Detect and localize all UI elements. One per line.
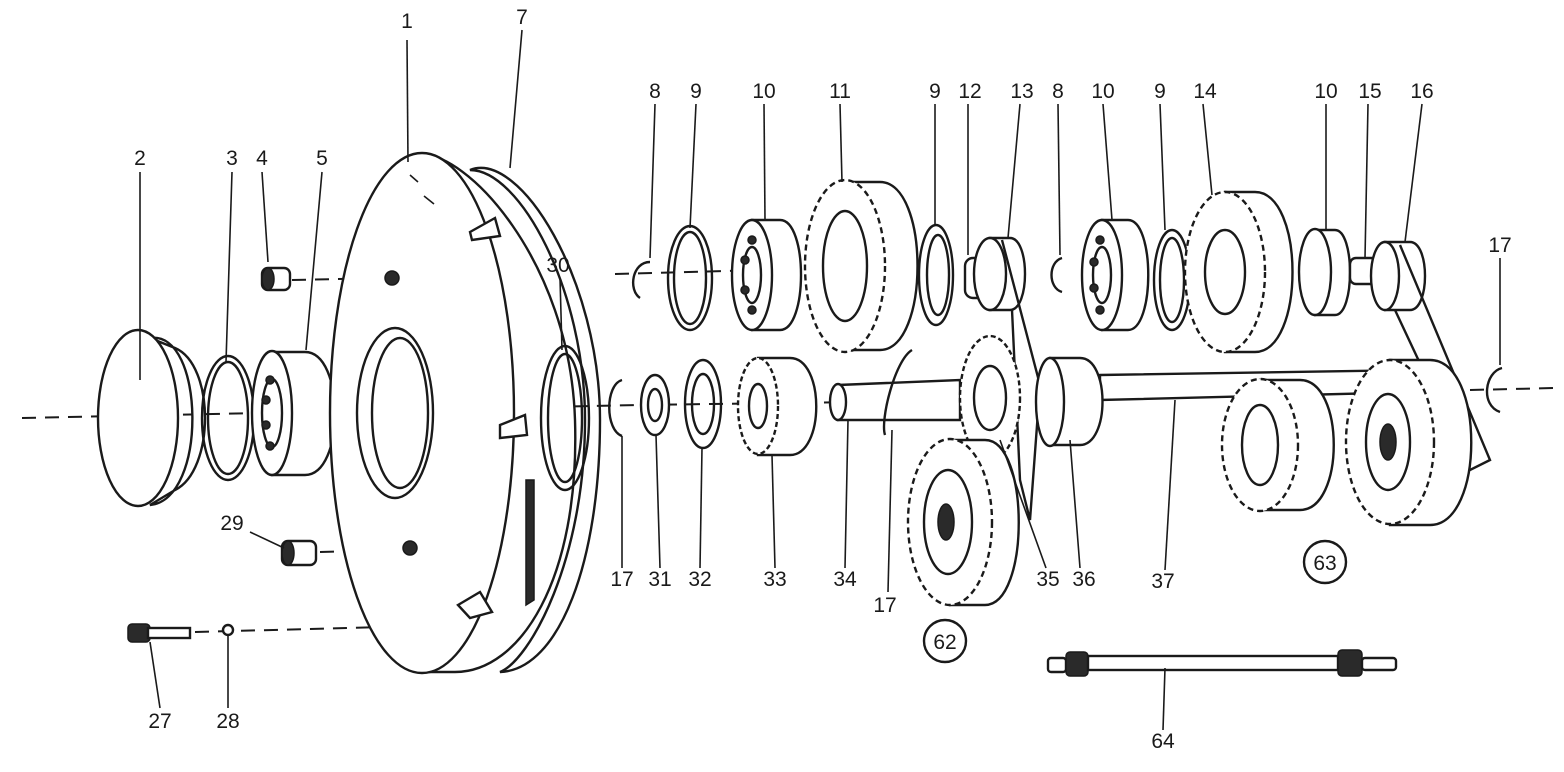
- part-28-washer: [221, 623, 235, 637]
- label-10-c: 10: [1314, 80, 1337, 103]
- part-10-bearing-a: [730, 218, 803, 332]
- label-8-a: 8: [649, 80, 661, 103]
- label-36: 36: [1072, 568, 1095, 591]
- assembly-62-gear-cluster: [906, 437, 1020, 607]
- part-7-gasket: [469, 166, 602, 674]
- part-5-bearing: [250, 349, 337, 477]
- label-15: 15: [1358, 80, 1381, 103]
- part-9-circlip-a: [666, 224, 714, 332]
- label-2: 2: [134, 147, 146, 170]
- part-1-housing-plate: [328, 151, 577, 675]
- label-28: 28: [216, 710, 239, 733]
- label-1: 1: [401, 10, 413, 33]
- part-14-gear: [1183, 190, 1294, 354]
- label-35: 35: [1036, 568, 1059, 591]
- part-33-gear: [736, 356, 818, 457]
- part-3-circlip: [200, 354, 256, 482]
- assembly-63-marker: [1302, 539, 1348, 585]
- part-9-circlip-b: [917, 223, 955, 327]
- label-9-c: 9: [1154, 80, 1166, 103]
- part-11-gear: [803, 178, 919, 354]
- part-4-pin: [260, 266, 292, 292]
- part-34-shaft: [828, 378, 962, 422]
- label-34: 34: [833, 568, 857, 591]
- part-29-pin: [280, 539, 318, 567]
- label-31: 31: [648, 568, 671, 591]
- label-30: 30: [546, 254, 569, 277]
- label-33: 33: [763, 568, 786, 591]
- label-37: 37: [1151, 570, 1174, 593]
- label-13: 13: [1010, 80, 1033, 103]
- label-4: 4: [256, 147, 268, 170]
- part-10-bearing-c: [1297, 227, 1352, 317]
- part-16-sprocket: [1369, 240, 1427, 312]
- label-62: 62: [933, 631, 956, 654]
- part-17-ring-c: [1485, 366, 1503, 414]
- part-10-bearing-b: [1080, 218, 1150, 332]
- part-8-snap-ring-a: [631, 260, 651, 299]
- assembly-63-gear-cluster: [1220, 358, 1473, 527]
- label-3: 3: [226, 147, 238, 170]
- label-32: 32: [688, 568, 711, 591]
- part-8-snap-ring-b: [1050, 256, 1063, 294]
- part-32-washer: [683, 358, 723, 450]
- part-17-ring-b: [882, 348, 913, 436]
- label-17-b: 17: [610, 568, 633, 591]
- label-63: 63: [1313, 552, 1336, 575]
- label-27: 27: [148, 710, 171, 733]
- part-64-axle: [1046, 649, 1398, 677]
- label-10-b: 10: [1091, 80, 1114, 103]
- label-17-c: 17: [873, 594, 896, 617]
- label-29: 29: [220, 512, 243, 535]
- label-12: 12: [958, 80, 981, 103]
- label-5: 5: [316, 147, 328, 170]
- leader-lines: [139, 29, 1501, 731]
- label-16: 16: [1410, 80, 1433, 103]
- label-7: 7: [516, 6, 528, 29]
- label-11: 11: [829, 80, 851, 103]
- part-30-circlip: [539, 344, 591, 492]
- part-27-bolt: [127, 623, 192, 643]
- assembly-62-marker: [922, 618, 968, 664]
- label-9-b: 9: [929, 80, 941, 103]
- part-17-ring-a: [608, 378, 623, 438]
- label-17-a: 17: [1488, 234, 1511, 257]
- main-axis-mid: [639, 401, 861, 406]
- part-31-spacer: [639, 373, 671, 437]
- part-2-end-cover: [96, 328, 207, 508]
- label-64: 64: [1151, 730, 1175, 753]
- main-axis-right: [1469, 387, 1556, 391]
- label-9-a: 9: [690, 80, 702, 103]
- part-36-gear: [1034, 356, 1104, 448]
- label-14: 14: [1193, 80, 1217, 103]
- label-10-a: 10: [752, 80, 775, 103]
- label-8-b: 8: [1052, 80, 1064, 103]
